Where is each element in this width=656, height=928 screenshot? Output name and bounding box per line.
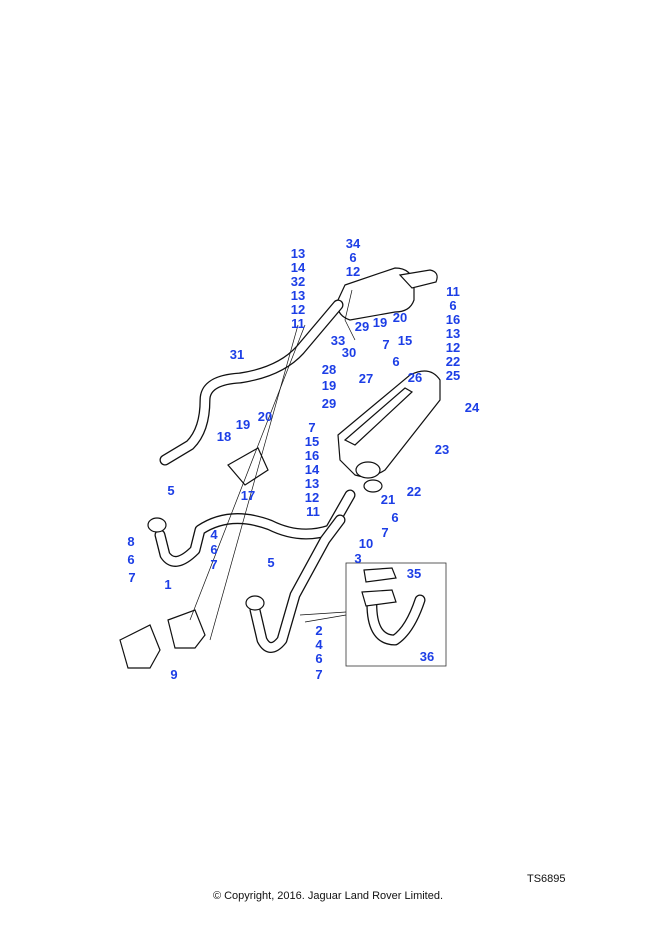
callout-13: 13 xyxy=(291,288,305,303)
callout-6: 6 xyxy=(127,552,134,567)
callout-22: 22 xyxy=(446,354,460,369)
callout-11: 11 xyxy=(306,504,320,519)
callout-31: 31 xyxy=(230,347,244,362)
mounting-brackets xyxy=(119,609,206,669)
callout-9: 9 xyxy=(170,667,177,682)
callout-25: 25 xyxy=(446,368,460,383)
callout-6: 6 xyxy=(449,298,456,313)
callout-26: 26 xyxy=(408,370,422,385)
front-silencer xyxy=(337,370,441,493)
callout-12: 12 xyxy=(291,302,305,317)
callout-6: 6 xyxy=(392,354,399,369)
callout-16: 16 xyxy=(446,312,460,327)
callout-11: 11 xyxy=(446,284,460,299)
callout-10: 10 xyxy=(359,536,373,551)
callout-13: 13 xyxy=(305,476,319,491)
callout-6: 6 xyxy=(315,651,322,666)
callout-36: 36 xyxy=(420,649,434,664)
callout-29: 29 xyxy=(355,319,369,334)
intermediate-pipe xyxy=(159,299,344,466)
callout-21: 21 xyxy=(381,492,395,507)
callout-20: 20 xyxy=(258,409,272,424)
callout-11: 11 xyxy=(291,316,305,331)
callout-34: 34 xyxy=(346,236,361,251)
callout-32: 32 xyxy=(291,274,305,289)
down-pipes xyxy=(147,489,356,653)
callout-4: 4 xyxy=(315,637,323,652)
callout-6: 6 xyxy=(391,510,398,525)
callout-5: 5 xyxy=(267,555,274,570)
callout-6: 6 xyxy=(210,542,217,557)
callout-16: 16 xyxy=(305,448,319,463)
callout-14: 14 xyxy=(305,462,320,477)
callout-29: 29 xyxy=(322,396,336,411)
callout-4: 4 xyxy=(210,527,218,542)
callout-12: 12 xyxy=(446,340,460,355)
callout-18: 18 xyxy=(217,429,231,444)
callout-13: 13 xyxy=(291,246,305,261)
callout-35: 35 xyxy=(407,566,421,581)
callout-8: 8 xyxy=(127,534,134,549)
callout-17: 17 xyxy=(241,488,255,503)
callout-7: 7 xyxy=(382,337,389,352)
callout-2: 2 xyxy=(315,623,322,638)
callout-19: 19 xyxy=(322,378,336,393)
callout-22: 22 xyxy=(407,484,421,499)
callout-19: 19 xyxy=(373,315,387,330)
heat-shield xyxy=(227,447,269,486)
leader-lines xyxy=(189,289,356,641)
callout-5: 5 xyxy=(167,483,174,498)
callout-7: 7 xyxy=(210,557,217,572)
callout-30: 30 xyxy=(342,345,356,360)
inset-manifold-box xyxy=(345,562,447,667)
callout-33: 33 xyxy=(331,333,345,348)
callout-7: 7 xyxy=(128,570,135,585)
callout-15: 15 xyxy=(305,434,319,449)
callout-7: 7 xyxy=(381,525,388,540)
callout-13: 13 xyxy=(446,326,460,341)
callout-7: 7 xyxy=(308,420,315,435)
callout-15: 15 xyxy=(398,333,412,348)
callout-6: 6 xyxy=(349,250,356,265)
copyright-notice: © Copyright, 2016. Jaguar Land Rover Lim… xyxy=(212,890,444,902)
callout-20: 20 xyxy=(393,310,407,325)
callout-3: 3 xyxy=(354,551,361,566)
callout-28: 28 xyxy=(322,362,336,377)
callout-23: 23 xyxy=(435,442,449,457)
callout-12: 12 xyxy=(346,264,360,279)
callout-12: 12 xyxy=(305,490,319,505)
callout-14: 14 xyxy=(291,260,306,275)
callout-27: 27 xyxy=(359,371,373,386)
callout-1: 1 xyxy=(164,577,171,592)
callout-24: 24 xyxy=(465,400,480,415)
callout-19: 19 xyxy=(236,417,250,432)
callout-7: 7 xyxy=(315,667,322,682)
diagram-reference: TS6895 xyxy=(527,873,566,885)
